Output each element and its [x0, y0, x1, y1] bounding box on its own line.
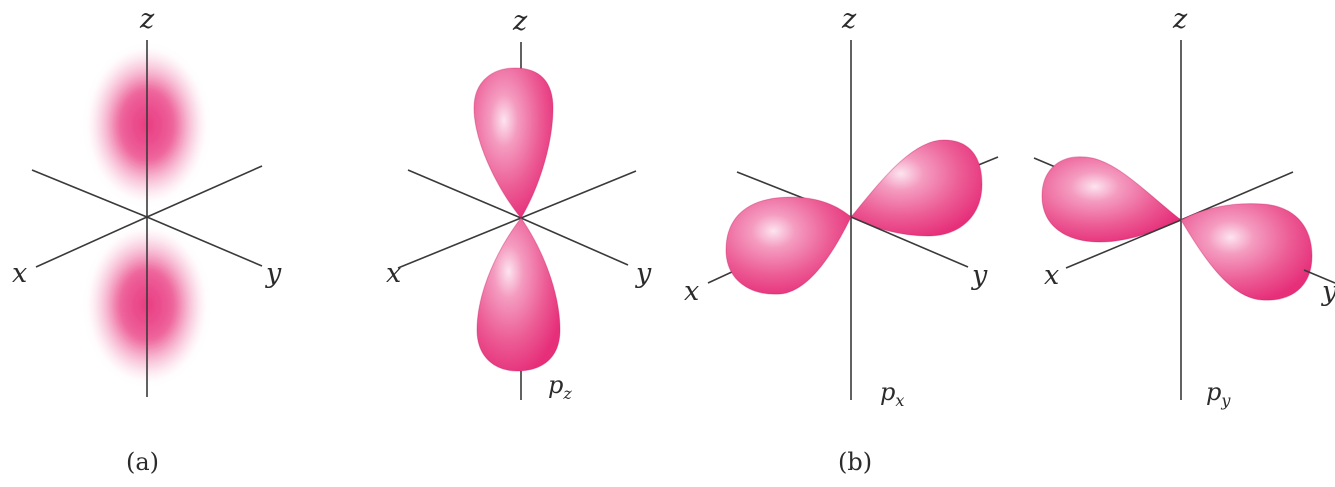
panel-b-px: z x y px (b)	[684, 4, 999, 476]
pz-label: pz	[548, 371, 572, 403]
py-back-lobe	[1041, 156, 1182, 243]
y-label-pz: y	[635, 258, 652, 289]
x-axis-pz	[397, 217, 522, 269]
y-label-py: y	[1321, 276, 1335, 307]
x-axis-pz-back	[520, 170, 637, 219]
z-label-pz: z	[512, 6, 528, 37]
x-label-px: x	[684, 276, 699, 307]
px-back-lobe	[850, 139, 983, 237]
y-label-px: y	[971, 260, 988, 291]
py-front-lobe	[1180, 203, 1313, 301]
px-front-lobe	[725, 196, 852, 295]
panel-b-pz: z x y pz	[386, 6, 652, 403]
px-label: px	[880, 378, 904, 410]
z-label-a: z	[139, 4, 155, 35]
y-axis-a-front	[146, 216, 263, 267]
x-label-a: x	[12, 258, 27, 289]
x-axis-a	[35, 216, 148, 268]
z-label-px: z	[841, 4, 857, 35]
y-axis-py-front	[1303, 269, 1335, 284]
py-label: py	[1206, 378, 1231, 410]
z-label-py: z	[1172, 4, 1188, 35]
y-axis-pz-front	[520, 217, 629, 266]
axes-a	[31, 40, 263, 397]
pz-lower-lobe	[476, 217, 561, 372]
x-label-py: x	[1044, 260, 1059, 291]
caption-a: (a)	[126, 448, 159, 476]
pz-upper-lobe	[473, 67, 554, 219]
caption-b: (b)	[838, 448, 872, 476]
y-axis-pz	[407, 169, 522, 219]
x-label-pz: x	[386, 258, 401, 289]
panel-a: z x y (a)	[12, 4, 282, 476]
panel-b-py: z x y py	[1033, 4, 1335, 410]
x-axis-py-front	[1065, 219, 1182, 269]
y-axis-a	[31, 169, 148, 218]
x-axis-a-back	[146, 165, 263, 218]
y-label-a: y	[265, 258, 282, 289]
y-axis-px-front	[850, 216, 969, 268]
